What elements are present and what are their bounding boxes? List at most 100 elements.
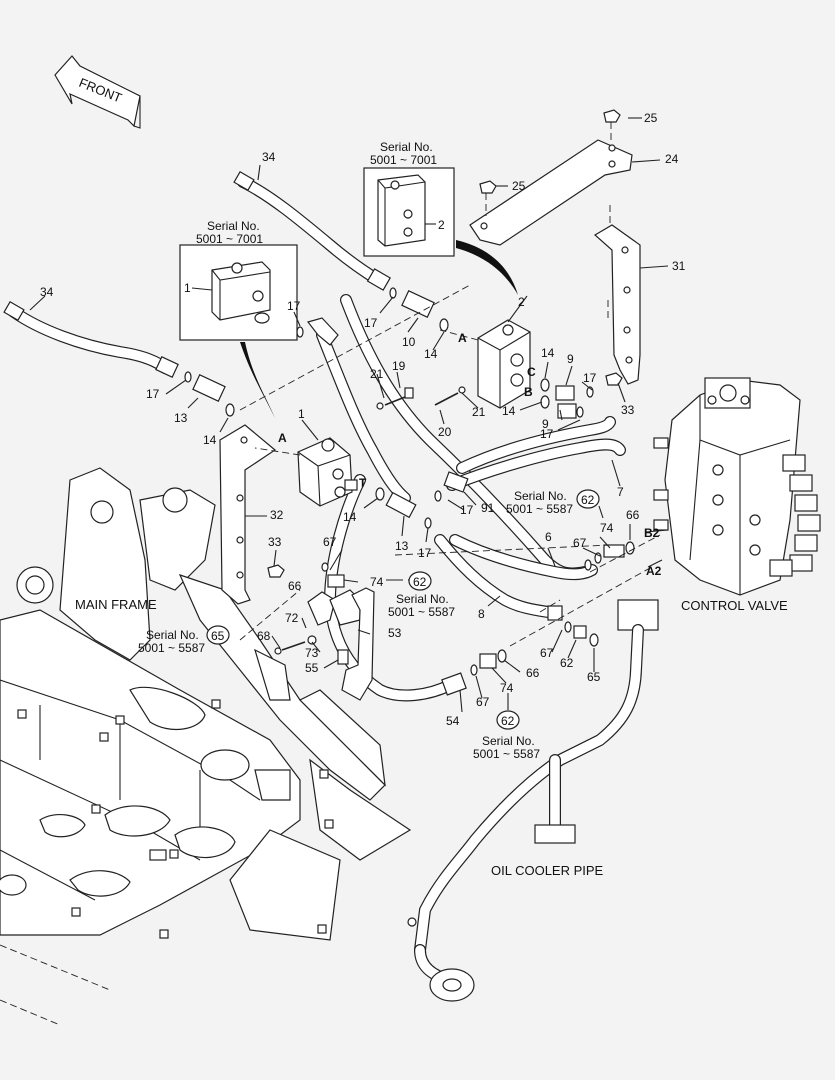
valve-1: [254, 437, 358, 507]
port-a-left: A: [278, 431, 287, 445]
callout-14-center: 14: [343, 510, 357, 524]
serial-box-right-callout: 2: [438, 218, 445, 232]
callout-34-left: 34: [40, 285, 54, 299]
callout-67-mid: 67: [323, 535, 337, 549]
hose-34-top: [233, 170, 391, 291]
fittings: [184, 287, 635, 701]
callout-24: 24: [665, 152, 679, 166]
note-62-mid-circle: [408, 571, 432, 591]
callout-17-center: 17: [460, 503, 474, 517]
note-65-circle: [206, 625, 230, 645]
callout-31: 31: [672, 259, 686, 273]
note-62-upper-circle: [576, 489, 600, 509]
serial-box-right: [363, 167, 518, 295]
note-62-mid-title: Serial No.: [396, 592, 449, 606]
bolt-33-left: [267, 564, 285, 578]
hose-54: [323, 474, 467, 702]
note-65-title: Serial No.: [146, 628, 199, 642]
callout-73: 73: [305, 646, 319, 660]
callout-32: 32: [270, 508, 284, 522]
callout-34-top: 34: [262, 150, 276, 164]
control-valve-ports: [653, 437, 821, 577]
callout-33-right: 33: [621, 403, 635, 417]
callout-66-mid: 66: [288, 579, 302, 593]
callout-9-lower: 9: [542, 417, 549, 431]
callout-55: 55: [305, 661, 319, 675]
callout-62: 62: [560, 656, 574, 670]
callout-19: 19: [392, 359, 406, 373]
routing-lines: [239, 284, 661, 647]
callout-13-left: 13: [174, 411, 188, 425]
callout-17-bottom: 17: [418, 546, 432, 560]
note-62-upper-title: Serial No.: [514, 489, 567, 503]
control-valve: [653, 377, 821, 596]
callout-91: 91: [481, 501, 495, 515]
bolt-25-upper: [603, 109, 621, 142]
note-62-mid-range: 5001 ~ 5587: [388, 605, 455, 619]
bolt-33-right: [605, 372, 623, 386]
note-62-upper-callout: 62: [581, 493, 595, 507]
port-b: B: [524, 385, 533, 399]
callout-17-elbow: 17: [287, 299, 301, 313]
hose-7: [446, 416, 626, 491]
callout-54: 54: [446, 714, 460, 728]
callout-67-bottom: 67: [476, 695, 490, 709]
note-62-lower-callout: 62: [501, 714, 515, 728]
callout-17-left: 17: [146, 387, 160, 401]
callout-1: 1: [298, 407, 305, 421]
bracket-31: [593, 224, 641, 385]
callout-14-c: 14: [541, 346, 555, 360]
bolt-25-lower: [479, 180, 497, 216]
hose-34-left: [3, 300, 179, 378]
leader-lines: [29, 117, 669, 713]
hose-8: [434, 534, 554, 618]
callout-25-upper: 25: [644, 111, 658, 125]
hose-6: [449, 534, 598, 581]
callout-17-lower: 17: [540, 427, 554, 441]
note-62-lower-range: 5001 ~ 5587: [473, 747, 540, 761]
note-62-mid-callout: 62: [413, 575, 427, 589]
callout-2: 2: [518, 295, 525, 309]
control-valve-label: CONTROL VALVE: [681, 598, 788, 613]
serial-box-left-callout: 1: [184, 281, 191, 295]
note-62-lower-title: Serial No.: [482, 734, 535, 748]
serial-box-left-range: 5001 ~ 7001: [196, 232, 263, 246]
bracket-24: [469, 139, 633, 246]
callout-74-mid: 74: [370, 575, 384, 589]
oil-cooler-pipe-label: OIL COOLER PIPE: [491, 863, 604, 878]
valve-2: [439, 319, 531, 409]
serial-box-right-title: Serial No.: [380, 140, 433, 154]
callout-7: 7: [617, 485, 624, 499]
serial-box-left: [179, 244, 298, 418]
note-62-lower-circle: [496, 710, 520, 730]
callout-14-left: 14: [203, 433, 217, 447]
callout-17-top: 17: [364, 316, 378, 330]
oil-cooler-pipe: [407, 599, 659, 1002]
callout-67-right: 67: [573, 536, 587, 550]
note-62-upper-range: 5001 ~ 5587: [506, 502, 573, 516]
callout-66-bottom: 66: [526, 666, 540, 680]
callout-8: 8: [478, 607, 485, 621]
serial-box-left-title: Serial No.: [207, 219, 260, 233]
callout-53: 53: [388, 626, 402, 640]
labels: MAIN FRAME CONTROL VALVE OIL COOLER PIPE…: [40, 111, 788, 878]
port-b2: B2: [644, 526, 660, 540]
callout-21-right: 21: [472, 405, 486, 419]
callout-72: 72: [285, 611, 299, 625]
callout-25-lower: 25: [512, 179, 526, 193]
callout-21-left: 21: [370, 367, 384, 381]
front-arrow: FRONT: [54, 55, 141, 129]
callout-33-left: 33: [268, 535, 282, 549]
main-frame-structure: [0, 467, 412, 1026]
port-a2: A2: [646, 564, 662, 578]
note-65-range: 5001 ~ 5587: [138, 641, 205, 655]
serial-box-right-range: 5001 ~ 7001: [370, 153, 437, 167]
callout-14-b: 14: [502, 404, 516, 418]
callout-66-right: 66: [626, 508, 640, 522]
callout-13-center: 13: [395, 539, 409, 553]
port-t: T: [359, 476, 367, 490]
callout-67-lower-right: 67: [540, 646, 554, 660]
port-a-right: A: [458, 331, 467, 345]
port-c: C: [527, 365, 536, 379]
